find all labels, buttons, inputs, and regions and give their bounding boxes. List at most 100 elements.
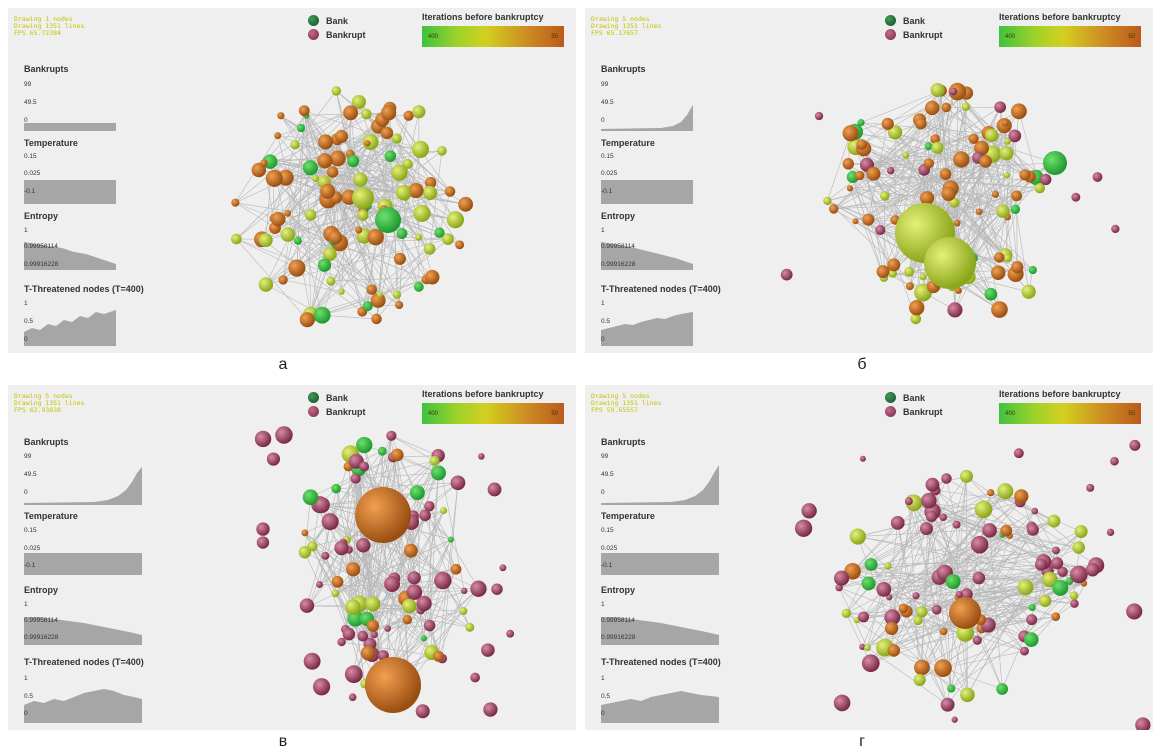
caption-b: б bbox=[857, 356, 867, 373]
stat-value: 99 bbox=[601, 453, 609, 460]
network-node bbox=[912, 592, 920, 600]
network-node bbox=[355, 226, 363, 234]
legend-bank: Bank bbox=[308, 15, 348, 26]
legend-bank: Bank bbox=[885, 392, 925, 403]
network-node bbox=[887, 644, 901, 657]
stat-value: 0.025 bbox=[601, 545, 618, 552]
entropy-sparkline bbox=[601, 242, 693, 270]
network-node bbox=[862, 213, 875, 226]
network-node bbox=[367, 228, 384, 246]
network-node bbox=[433, 650, 445, 662]
stat-value: 0.5 bbox=[24, 318, 34, 325]
threatened-sparkline bbox=[601, 312, 693, 346]
network-node bbox=[350, 473, 361, 484]
network-node bbox=[1085, 563, 1100, 577]
network-node bbox=[833, 694, 851, 712]
network-node bbox=[321, 513, 339, 531]
network-graph bbox=[780, 82, 1120, 325]
network-node bbox=[954, 287, 962, 294]
stat-title-threatened: T-Threatened nodes (T=400) bbox=[24, 284, 144, 294]
stat-value: 0.99958114 bbox=[24, 617, 58, 624]
network-node bbox=[1040, 173, 1052, 186]
network-node bbox=[940, 697, 955, 712]
network-node bbox=[348, 693, 357, 702]
stat-value: 0.99958114 bbox=[24, 243, 58, 250]
network-node bbox=[408, 182, 424, 199]
network-node bbox=[256, 522, 270, 536]
network-node bbox=[1004, 137, 1011, 145]
network-node bbox=[1019, 169, 1031, 181]
network-node bbox=[1003, 253, 1012, 263]
network-node bbox=[1074, 525, 1088, 539]
caption-d: г bbox=[859, 733, 865, 750]
network-node bbox=[1021, 284, 1036, 299]
gradient-title: Iterations before bankruptcy bbox=[422, 389, 544, 399]
network-node bbox=[875, 224, 886, 236]
legend-bankrupt: Bankrupt bbox=[308, 29, 366, 40]
network-node bbox=[317, 153, 333, 169]
network-node bbox=[307, 541, 318, 552]
network-node bbox=[338, 288, 345, 295]
network-node bbox=[924, 100, 940, 116]
stat-title-threatened: T-Threatened nodes (T=400) bbox=[601, 657, 721, 667]
gradient-min: 400 bbox=[1005, 411, 1016, 417]
network-node bbox=[939, 627, 948, 636]
network-node bbox=[413, 204, 431, 222]
network-node bbox=[876, 582, 892, 597]
network-node bbox=[1106, 528, 1115, 537]
network-node bbox=[407, 571, 421, 585]
network-node bbox=[979, 155, 992, 168]
network-node bbox=[344, 665, 363, 684]
network-node bbox=[828, 204, 839, 214]
network-node bbox=[1010, 204, 1021, 215]
network-node bbox=[377, 446, 387, 456]
network-node bbox=[322, 247, 337, 262]
network-node bbox=[1126, 603, 1143, 620]
network-node bbox=[391, 133, 402, 144]
bank-dot-icon bbox=[308, 392, 319, 403]
network-node bbox=[317, 258, 332, 272]
stat-value: 0.15 bbox=[601, 527, 614, 534]
network-node bbox=[301, 529, 309, 537]
network-node bbox=[861, 576, 876, 591]
legend-bankrupt: Bankrupt bbox=[308, 406, 366, 417]
network-node bbox=[411, 140, 430, 158]
network-node bbox=[359, 461, 370, 472]
network-node bbox=[420, 635, 427, 642]
network-node bbox=[351, 94, 366, 110]
threatened-sparkline bbox=[601, 691, 719, 723]
network-node bbox=[364, 140, 371, 147]
network-node bbox=[1071, 192, 1081, 202]
debug-overlay: Drawing 5 nodes Drawing 1351 lines FPS 6… bbox=[591, 15, 662, 37]
network-node bbox=[856, 139, 868, 150]
network-node bbox=[1011, 190, 1022, 202]
network-node bbox=[384, 150, 397, 162]
network-node bbox=[919, 522, 933, 536]
network-node bbox=[423, 619, 436, 632]
stat-value: 49.5 bbox=[24, 471, 37, 478]
network-node bbox=[271, 211, 286, 227]
network-node bbox=[415, 704, 430, 719]
network-node bbox=[849, 528, 866, 545]
network-node bbox=[321, 551, 330, 560]
network-node bbox=[991, 301, 1008, 318]
network-node bbox=[859, 643, 866, 650]
network-node bbox=[1135, 717, 1151, 730]
caption-c: в bbox=[278, 733, 288, 750]
network-node bbox=[1034, 182, 1045, 194]
stat-title-bankrupts: Bankrupts bbox=[24, 437, 69, 447]
stat-value: 0.025 bbox=[601, 170, 618, 177]
network-node bbox=[357, 209, 369, 221]
network-node bbox=[366, 284, 378, 295]
network-node bbox=[854, 170, 865, 181]
legend-bankrupt: Bankrupt bbox=[885, 406, 943, 417]
network-node bbox=[794, 519, 813, 537]
network-node bbox=[293, 236, 302, 245]
network-node bbox=[280, 227, 296, 242]
network-node bbox=[996, 683, 1009, 695]
network-node bbox=[1086, 483, 1095, 492]
network-node bbox=[478, 453, 485, 460]
network-node bbox=[1111, 224, 1120, 234]
network-node bbox=[403, 543, 418, 558]
